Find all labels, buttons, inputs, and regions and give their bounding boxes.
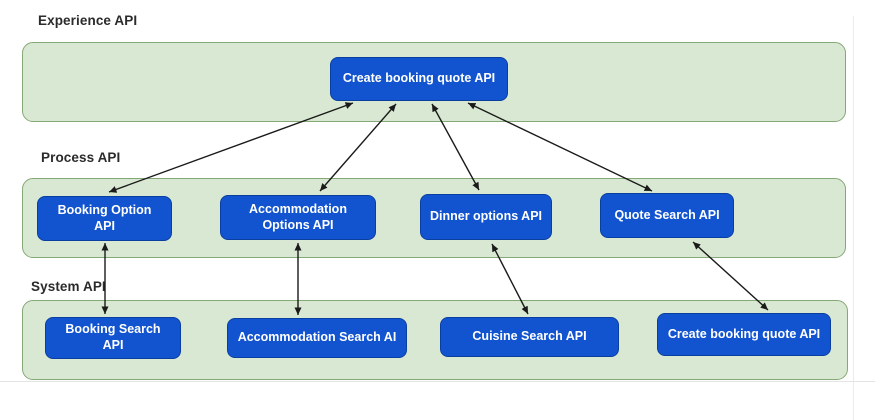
node-dinner-options-api: Dinner options API xyxy=(420,194,552,240)
experience-api-label: Experience API xyxy=(38,13,138,28)
page-edge-horizontal-line xyxy=(0,381,875,382)
node-create-booking-quote-api-system: Create booking quote API xyxy=(657,313,831,356)
node-create-booking-quote-api-experience: Create booking quote API xyxy=(330,57,508,101)
node-cuisine-search-api: Cuisine Search API xyxy=(440,317,619,357)
node-quote-search-api: Quote Search API xyxy=(600,193,734,238)
node-accommodation-search-ai: Accommodation Search AI xyxy=(227,318,407,358)
node-accommodation-options-api: Accommodation Options API xyxy=(220,195,376,240)
system-api-label: System API xyxy=(31,279,106,294)
node-booking-option-api: Booking Option API xyxy=(37,196,172,241)
page-edge-vertical-line xyxy=(853,16,854,420)
node-booking-search-api: Booking Search API xyxy=(45,317,181,359)
process-api-label: Process API xyxy=(41,150,121,165)
